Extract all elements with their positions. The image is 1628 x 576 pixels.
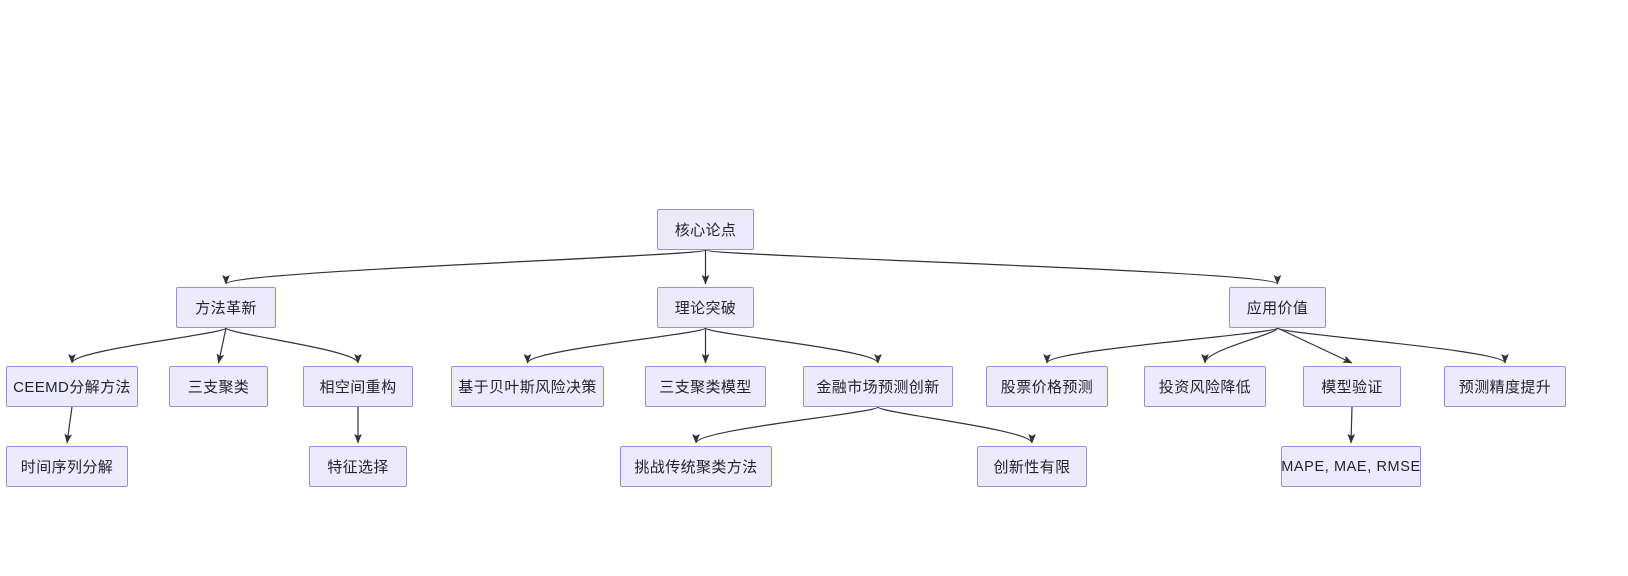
node-label: 核心论点 (674, 222, 737, 239)
node-label: 股票价格预测 (1000, 379, 1094, 396)
diagram-node-l2h[interactable]: 投资风险降低 (1144, 366, 1266, 407)
edge-l1b-to-l2d (523, 327, 707, 364)
diagram-node-root[interactable]: 核心论点 (657, 209, 754, 250)
node-label: 三支聚类 (187, 379, 250, 396)
node-label: 基于贝叶斯风险决策 (458, 379, 597, 396)
edge-l1a-to-l2b (216, 327, 227, 364)
node-label: 投资风险降低 (1158, 379, 1252, 396)
edge-l1b-to-l2f (704, 327, 882, 364)
diagram-node-l3a[interactable]: 时间序列分解 (6, 446, 128, 487)
node-label: MAPE, MAE, RMSE (1281, 458, 1421, 475)
node-label: CEEMD分解方法 (13, 379, 131, 396)
diagram-node-l1b[interactable]: 理论突破 (657, 287, 754, 328)
edge-l1c-to-l2j (1276, 327, 1509, 364)
diagram-node-l2g[interactable]: 股票价格预测 (986, 366, 1108, 407)
edge-l2f-to-l3d (877, 406, 1036, 444)
diagram-node-l3d[interactable]: 创新性有限 (977, 446, 1087, 487)
node-label: 预测精度提升 (1458, 379, 1552, 396)
node-label: 时间序列分解 (20, 459, 114, 476)
edge-l1c-to-l2h (1201, 327, 1279, 364)
edge-l2i-to-l3e (1347, 406, 1356, 444)
diagram-node-l2f[interactable]: 金融市场预测创新 (803, 366, 953, 407)
diagram-node-l3c[interactable]: 挑战传统聚类方法 (620, 446, 772, 487)
node-label: 应用价值 (1246, 300, 1309, 317)
diagram-node-l2d[interactable]: 基于贝叶斯风险决策 (451, 366, 604, 407)
diagram-node-l2e[interactable]: 三支聚类模型 (645, 366, 766, 407)
diagram-node-l3e[interactable]: MAPE, MAE, RMSE (1281, 446, 1421, 487)
diagram-node-l2b[interactable]: 三支聚类 (169, 366, 268, 407)
edge-l2a-to-l3a (64, 406, 73, 444)
diagram-node-l1c[interactable]: 应用价值 (1229, 287, 1326, 328)
edge-l1a-to-l2c (225, 327, 362, 364)
diagram-node-l2a[interactable]: CEEMD分解方法 (6, 366, 138, 407)
node-label: 创新性有限 (993, 459, 1071, 476)
node-label: 特征选择 (327, 459, 389, 476)
edge-l2f-to-l3c (692, 406, 879, 444)
node-label: 挑战传统聚类方法 (634, 459, 758, 476)
diagram-node-l1a[interactable]: 方法革新 (176, 287, 276, 328)
node-label: 方法革新 (195, 300, 257, 317)
diagram-node-l2j[interactable]: 预测精度提升 (1444, 366, 1566, 407)
edge-root-to-l1a (222, 249, 707, 285)
node-label: 理论突破 (674, 300, 737, 317)
edge-root-to-l1c (704, 249, 1281, 285)
diagram-node-l2i[interactable]: 模型验证 (1303, 366, 1401, 407)
diagram-node-l2c[interactable]: 相空间重构 (303, 366, 413, 407)
node-label: 相空间重构 (319, 379, 397, 396)
node-label: 三支聚类模型 (659, 379, 752, 396)
edge-l1a-to-l2a (68, 327, 227, 364)
node-label: 金融市场预测创新 (816, 379, 940, 396)
edge-l1c-to-l2g (1043, 327, 1279, 364)
node-label: 模型验证 (1321, 379, 1383, 396)
diagram-node-l3b[interactable]: 特征选择 (309, 446, 407, 487)
edge-l1c-to-l2i (1277, 327, 1353, 364)
